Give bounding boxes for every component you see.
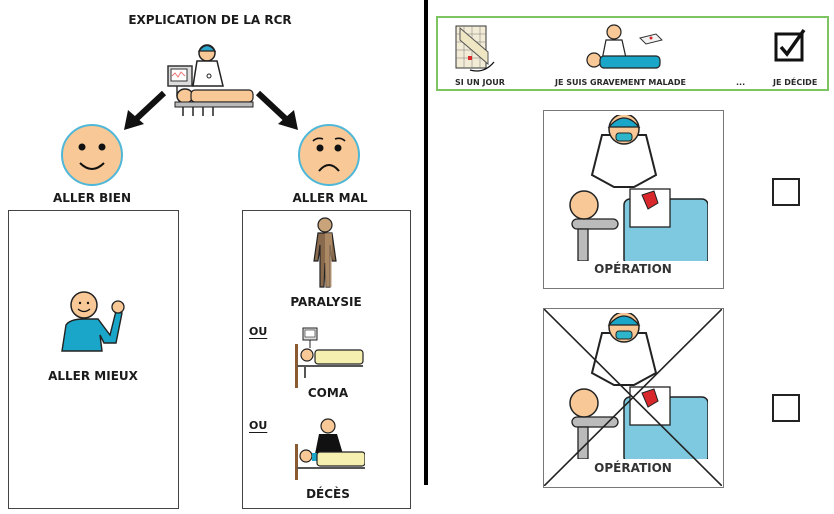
page-title: EXPLICATION DE LA RCR bbox=[128, 13, 292, 27]
death-priest-icon bbox=[295, 418, 365, 480]
choice-card-no-operation: OPÉRATION bbox=[543, 308, 724, 488]
waving-person-icon bbox=[61, 291, 125, 352]
good-outcome-box: ALLER MIEUX bbox=[8, 210, 179, 509]
operation-icon bbox=[569, 115, 708, 261]
cross-out-icon bbox=[544, 309, 722, 486]
coma-bed-icon bbox=[295, 327, 364, 388]
banner-label-je-decide: JE DÉCIDE bbox=[773, 78, 818, 87]
choice-checkbox[interactable] bbox=[772, 178, 800, 206]
banner-label-gravement-malade: JE SUIS GRAVEMENT MALADE bbox=[555, 78, 686, 87]
sad-face-icon bbox=[298, 124, 360, 186]
choice-card-operation: OPÉRATION bbox=[543, 110, 724, 289]
banner-ellipsis: ... bbox=[736, 78, 746, 87]
banner-label-si-un-jour: SI UN JOUR bbox=[455, 78, 505, 87]
calendar-icon bbox=[455, 25, 495, 72]
page-divider bbox=[424, 0, 428, 485]
operation-icon bbox=[569, 313, 708, 459]
outcome-bad-label: ALLER MAL bbox=[292, 191, 368, 205]
coma-label: COMA bbox=[307, 386, 349, 400]
cpr-illustration-icon bbox=[167, 44, 254, 116]
paralysis-person-icon bbox=[313, 217, 337, 288]
bad-outcome-box: PARALYSIE OU COMA OU DÉCÈS bbox=[242, 210, 411, 509]
choice-checkbox[interactable] bbox=[772, 394, 800, 422]
cpr-icon bbox=[586, 24, 663, 69]
arrow-down-right-icon bbox=[255, 90, 298, 130]
or-label: OU bbox=[249, 419, 268, 432]
checked-box-icon bbox=[774, 28, 806, 62]
good-outcome-label: ALLER MIEUX bbox=[48, 369, 138, 383]
death-label: DÉCÈS bbox=[306, 487, 350, 501]
decision-banner: SI UN JOUR JE SUIS GRAVEMENT MALADE ... … bbox=[436, 16, 829, 91]
happy-face-icon bbox=[61, 124, 123, 186]
outcome-good-label: ALLER BIEN bbox=[52, 191, 132, 205]
or-label: OU bbox=[249, 325, 268, 338]
choice-label: OPÉRATION bbox=[594, 262, 672, 276]
arrow-down-left-icon bbox=[124, 90, 167, 130]
choice-label: OPÉRATION bbox=[594, 461, 672, 475]
paralysis-label: PARALYSIE bbox=[290, 295, 362, 309]
